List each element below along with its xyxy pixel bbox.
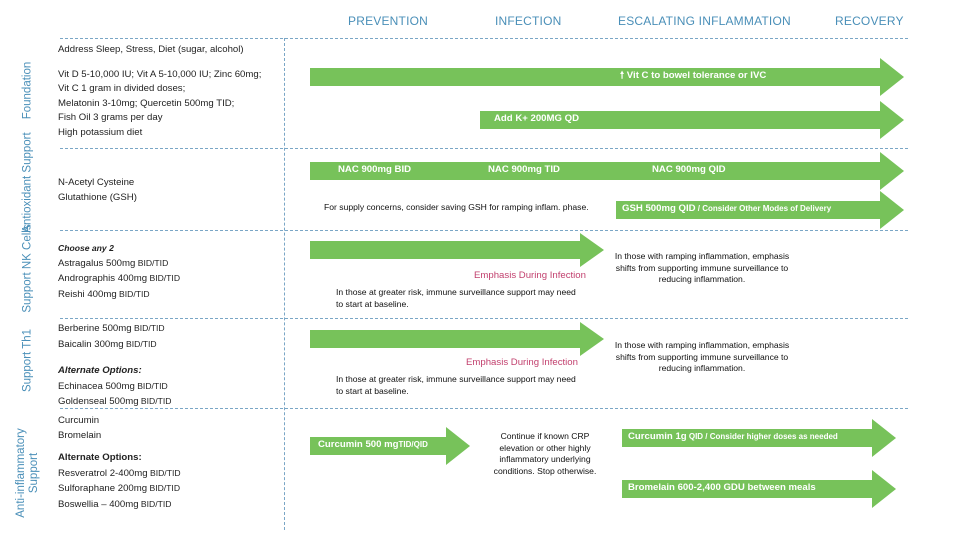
foundation-text: Address Sleep, Stress, Diet (sugar, alco…: [58, 43, 261, 140]
arrow-label-curcumin-500: Curcumin 500 mg: [318, 439, 399, 450]
arrow-label-nac-bid: NAC 900mg BID: [338, 164, 412, 175]
list-item: Reishi 400mg BID/TID: [58, 288, 150, 300]
list-item: Melatonin 3-10mg; Quercetin 500mg TID;: [58, 97, 235, 109]
arrow-label: Add K+ 200MG QD: [494, 113, 580, 124]
arrow-nac: NAC 900mg BID NAC 900mg TID NAC 900mg QI…: [310, 152, 904, 190]
list-item: Vit D 5-10,000 IU; Vit A 5-10,000 IU; Zi…: [58, 68, 262, 80]
th1-risk-note: In those at greater risk, immune surveil…: [336, 374, 576, 396]
th1-emphasis: Emphasis During Infection: [466, 357, 578, 368]
arrow-potassium: Add K+ 200MG QD: [480, 101, 904, 139]
arrow-vit-c: 🠕 Vit C to bowel tolerance or IVC: [310, 58, 904, 96]
list-item: Astragalus 500mg BID/TID: [58, 257, 169, 269]
list-item: High potassium diet: [58, 126, 143, 138]
arrow-th1: [310, 322, 604, 356]
divider-nk: [60, 318, 908, 319]
alt-options-title: Alternate Options:: [58, 365, 142, 376]
list-item: Baicalin 300mg BID/TID: [58, 338, 157, 350]
list-item: Vit C 1 gram in divided doses;: [58, 83, 186, 94]
phase-infection: INFECTION: [495, 14, 562, 28]
arrow-label-bromelain: Bromelain 600-2,400 GDU between meals: [628, 482, 816, 493]
divider-antioxidant: [60, 230, 908, 231]
arrow-label-nac-qid: NAC 900mg QID: [652, 164, 726, 175]
antioxidant-text: N-Acetyl Cysteine Glutathione (GSH): [58, 176, 137, 205]
list-item: Berberine 500mg BID/TID: [58, 323, 165, 334]
up-arrow-icon: 🠕: [620, 70, 625, 81]
list-item: Andrographis 400mg BID/TID: [58, 273, 181, 284]
nk-text: Choose any 2 Astragalus 500mg BID/TID An…: [58, 241, 180, 302]
list-item: Echinacea 500mg BID/TID: [58, 380, 168, 392]
list-item: Fish Oil 3 grams per day: [58, 112, 163, 123]
divider-vertical: [284, 38, 285, 530]
arrow-curcumin-1g: Curcumin 1g QID / Consider higher doses …: [622, 419, 896, 457]
continue-note: Continue if known CRP elevation or other…: [493, 431, 597, 476]
divider-foundation: [60, 148, 908, 149]
arrow-gsh: GSH 500mg QID / Consider Other Modes of …: [616, 191, 904, 229]
list-item: N-Acetyl Cysteine: [58, 177, 135, 188]
list-item: Address Sleep, Stress, Diet (sugar, alco…: [58, 44, 244, 55]
phase-prevention: PREVENTION: [348, 14, 429, 28]
arrow-label-curcumin-500-sub: TID/QID: [398, 440, 428, 449]
list-item: Glutathione (GSH): [58, 191, 137, 203]
nk-emphasis: Emphasis During Infection: [474, 270, 586, 281]
choose-note: Choose any 2: [58, 243, 114, 253]
row-label-anti-inflammatory: Anti-inflammatory Support: [15, 428, 40, 518]
nk-inflammation-note: In those with ramping inflammation, emph…: [614, 251, 790, 284]
arrow-label-gsh-sub: / Consider Other Modes of Delivery: [695, 204, 832, 213]
th1-text: Berberine 500mg BID/TID Baicalin 300mg B…: [58, 321, 172, 410]
antiinflam-text: Curcumin Bromelain Alternate Options: Re…: [58, 414, 181, 512]
arrow-label: Vit C to bowel tolerance or IVC: [626, 70, 767, 81]
phase-escalating-inflammation: ESCALATING INFLAMMATION: [618, 14, 791, 28]
list-item: Curcumin: [58, 415, 100, 426]
list-item: Goldenseal 500mg BID/TID: [58, 396, 172, 407]
arrow-label-nac-tid: NAC 900mg TID: [488, 164, 560, 175]
divider-top: [60, 38, 908, 39]
arrow-label-curcumin-1g-sub: QID / Consider higher doses as needed: [686, 432, 838, 441]
gsh-supply-note: For supply concerns, consider saving GSH…: [324, 202, 589, 212]
list-item: Resveratrol 2-400mg BID/TID: [58, 467, 181, 479]
arrow-nk: [310, 233, 604, 267]
list-item: Sulforaphane 200mg BID/TID: [58, 483, 181, 494]
phase-recovery: RECOVERY: [835, 14, 904, 28]
nk-risk-note: In those at greater risk, immune surveil…: [336, 287, 576, 309]
row-label-th1: Support Th1: [21, 328, 34, 393]
list-item: Boswellia – 400mg BID/TID: [58, 498, 172, 510]
arrow-label-gsh: GSH 500mg QID: [622, 203, 696, 214]
arrow-label-curcumin-1g: Curcumin 1g: [628, 431, 687, 442]
arrow-curcumin-500: Curcumin 500 mgTID/QID: [310, 427, 470, 465]
list-item: Bromelain: [58, 429, 102, 441]
th1-inflammation-note: In those with ramping inflammation, emph…: [614, 340, 790, 373]
divider-th1: [60, 408, 908, 409]
arrow-bromelain: Bromelain 600-2,400 GDU between meals: [622, 470, 896, 508]
alt-options-title: Alternate Options:: [58, 452, 142, 463]
